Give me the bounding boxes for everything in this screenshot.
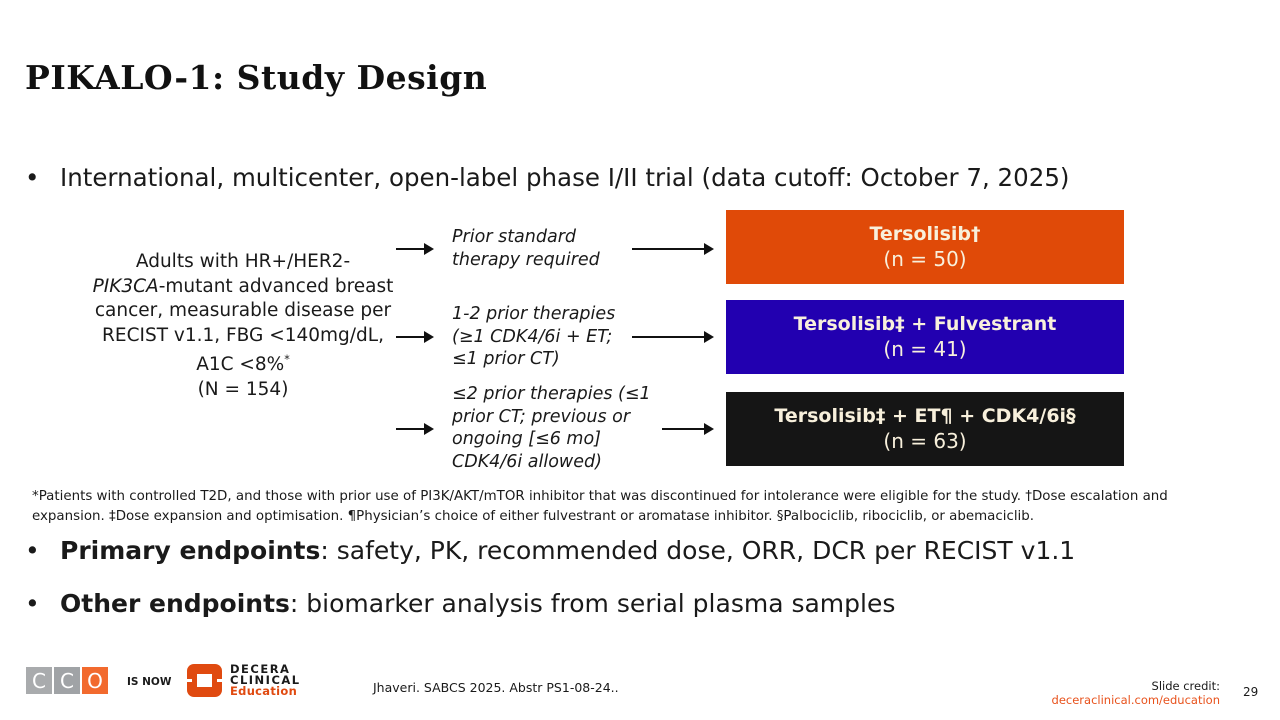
criteria-arm-2: 1-2 prior therapies (≥1 CDK4/6i + ET; ≤1…: [452, 304, 616, 369]
arm-box-tersolisib: Tersolisib†(n = 50): [726, 210, 1124, 284]
cco-logo-o: O: [82, 667, 108, 694]
arrow-right-icon: [396, 423, 434, 435]
arm-box-tersolisib-fulvestrant: Tersolisib‡ + Fulvestrant(n = 41): [726, 300, 1124, 374]
is-now-label: IS NOW: [127, 676, 172, 688]
bullet-primary-endpoints: •Primary endpoints: safety, PK, recommen…: [25, 536, 1076, 565]
criteria-arm-1: Prior standard therapy required: [452, 227, 600, 270]
bullet-intro: •International, multicenter, open-label …: [25, 163, 1070, 192]
arrow-right-icon: [662, 423, 714, 435]
credit-link[interactable]: deceraclinical.com/education: [1051, 693, 1220, 707]
page-number: 29: [1243, 685, 1259, 699]
criteria-arm-3: ≤2 prior therapies (≤1 prior CT; previou…: [452, 384, 651, 472]
bullet-other-endpoints: •Other endpoints: biomarker analysis fro…: [25, 589, 896, 618]
arrow-right-icon: [396, 331, 434, 343]
arrow-right-icon: [632, 331, 714, 343]
slide-credit: Slide credit:deceraclinical.com/educatio…: [1051, 679, 1220, 707]
decera-logo-icon: [187, 664, 222, 697]
reference: Jhaveri. SABCS 2025. Abstr PS1-08-24..: [373, 680, 619, 695]
arm-box-tersolisib-et-cdk46i: Tersolisib‡ + ET¶ + CDK4/6i§(n = 63): [726, 392, 1124, 466]
arrow-right-icon: [396, 243, 434, 255]
footnote: *Patients with controlled T2D, and those…: [32, 489, 1168, 524]
population-description: Adults with HR+/HER2-PIK3CA-mutant advan…: [92, 251, 394, 400]
cco-logo-c2: C: [54, 667, 80, 694]
cco-logo-c1: C: [26, 667, 52, 694]
slide-title: PIKALO-1: Study Design: [25, 58, 488, 97]
arrow-right-icon: [632, 243, 714, 255]
